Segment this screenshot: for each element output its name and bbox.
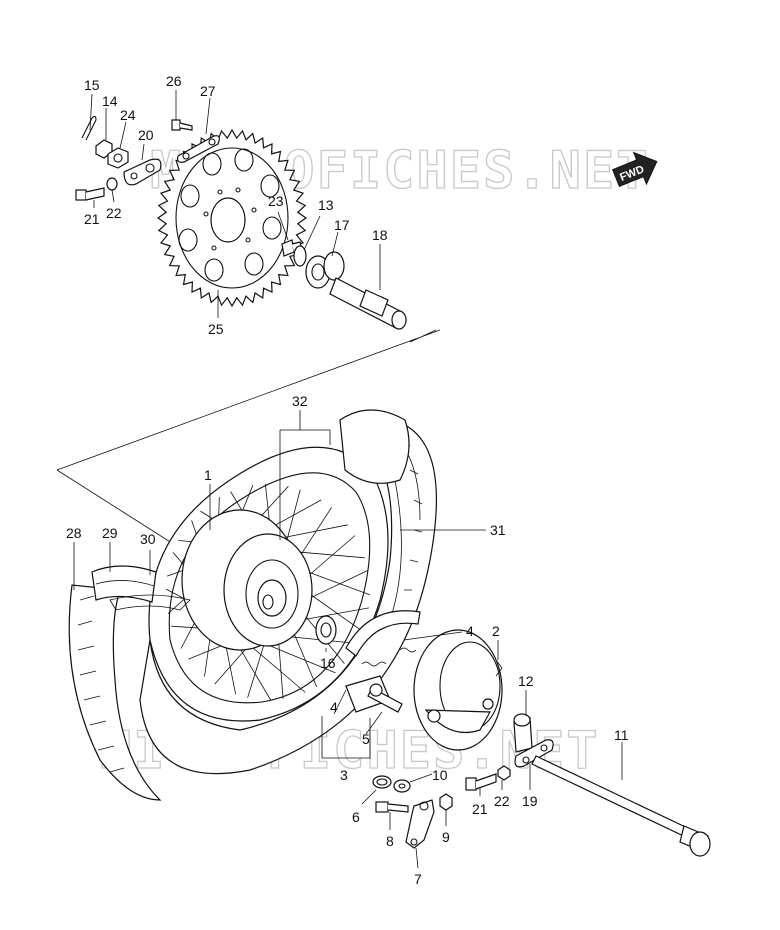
callout-4a: 4: [466, 623, 474, 639]
spoke: [247, 638, 267, 698]
callout-14: 14: [102, 93, 118, 109]
nut-icon-22b: [497, 765, 511, 781]
sprocket-icon: [156, 128, 308, 308]
callout-22b: 22: [494, 793, 510, 809]
brake-cam-icon: [367, 683, 403, 713]
washer-icon-22a: [106, 177, 118, 191]
brake-spring-icon: [361, 647, 417, 667]
tube-icon: [109, 594, 191, 611]
bolt-icon-21b: [465, 773, 497, 791]
callout-28: 28: [66, 525, 82, 541]
callout-32: 32: [292, 393, 308, 409]
callout-4b: 4: [330, 699, 338, 715]
leader-lines: [73, 90, 623, 869]
callout-11: 11: [614, 727, 629, 743]
callout-22a: 22: [106, 205, 122, 221]
spacer-icon: [513, 713, 533, 753]
washer-icon-10: [393, 779, 411, 793]
perspective-line: [56, 329, 441, 546]
callout-25: 25: [208, 321, 224, 337]
axle-icon: [531, 755, 711, 857]
cotter-pin-icon: [81, 115, 97, 141]
callout-21a: 21: [84, 211, 100, 227]
lock-plate-icon: [177, 135, 220, 163]
bearing-icon-16: [315, 615, 337, 645]
callout-20: 20: [138, 127, 154, 143]
callout-1: 1: [204, 467, 212, 483]
callout-10: 10: [432, 767, 448, 783]
callout-19: 19: [522, 793, 538, 809]
callout-17: 17: [334, 217, 350, 233]
dust-cover-icon: [339, 409, 410, 484]
callout-21b: 21: [472, 801, 488, 817]
axle-spacer-icon: [329, 277, 407, 330]
hub-icon: [181, 509, 313, 651]
callout-13: 13: [318, 197, 334, 213]
callout-30: 30: [140, 531, 156, 547]
bolt-icon-21a: [75, 187, 105, 201]
callout-2: 2: [492, 623, 500, 639]
callout-15: 15: [84, 77, 100, 93]
callout-12: 12: [518, 673, 534, 689]
callout-31: 31: [490, 522, 506, 538]
brake-panel-icon: [413, 629, 503, 751]
collar-icon: [293, 245, 307, 267]
callout-24: 24: [120, 107, 136, 123]
o-ring-icon: [372, 775, 392, 789]
rim-band-icon: [91, 565, 157, 603]
callout-9: 9: [442, 829, 450, 845]
callout-27: 27: [200, 83, 216, 99]
brake-arm-icon: [405, 799, 435, 849]
nut-icon: [107, 147, 129, 169]
spoke: [258, 640, 336, 674]
callout-26: 26: [166, 73, 182, 89]
spoke: [244, 640, 306, 693]
callout-6: 6: [352, 809, 360, 825]
callout-3: 3: [340, 767, 348, 783]
fwd-arrow-icon: FWD: [611, 151, 658, 187]
chain-adjuster-icon: [123, 158, 162, 186]
bolt-icon-8: [375, 801, 409, 813]
nut-icon-9: [439, 793, 453, 811]
brake-shoe-icon-upper: [345, 610, 421, 657]
callout-8: 8: [386, 833, 394, 849]
bearing-icon-17: [305, 251, 345, 289]
callout-16: 16: [320, 655, 336, 671]
callout-23: 23: [268, 193, 284, 209]
adjuster-icon: [514, 739, 554, 768]
callout-29: 29: [102, 525, 118, 541]
bolt-icon-26: [171, 119, 193, 131]
callout-7: 7: [414, 871, 422, 887]
callout-18: 18: [372, 227, 388, 243]
tyre-icon-28: [68, 584, 162, 801]
callout-5: 5: [362, 731, 370, 747]
